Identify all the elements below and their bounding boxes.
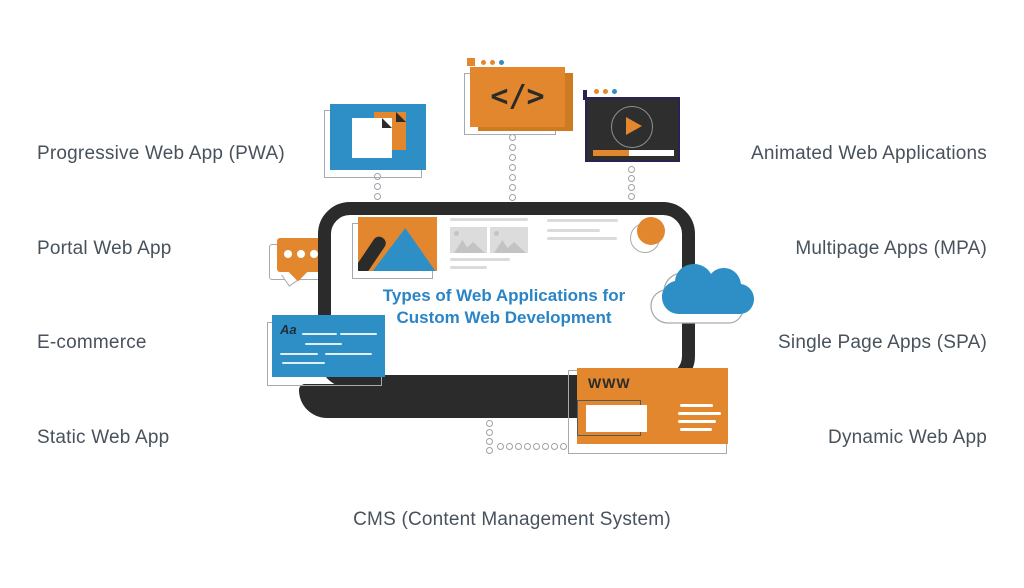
cloud-icon bbox=[650, 264, 754, 324]
connector-dot bbox=[509, 194, 516, 201]
label-portal-web-app: Portal Web App bbox=[37, 238, 172, 259]
connector-dot bbox=[509, 144, 516, 151]
screen-line bbox=[547, 237, 617, 240]
label-e-commerce: E-commerce bbox=[37, 332, 147, 353]
connector-dot bbox=[628, 193, 635, 200]
screen-line bbox=[450, 266, 487, 269]
connector-dot bbox=[497, 443, 504, 450]
code-glyph: </> bbox=[490, 79, 545, 114]
connector-dot bbox=[628, 184, 635, 191]
connector-dot bbox=[524, 443, 531, 450]
play-circle bbox=[611, 106, 653, 148]
label-single-page-apps: Single Page Apps (SPA) bbox=[778, 332, 987, 353]
page-title-line1: Types of Web Applications for bbox=[382, 286, 626, 305]
connector-dot bbox=[374, 173, 381, 180]
page-title: Types of Web Applications for Custom Web… bbox=[364, 285, 644, 329]
label-dynamic-web-app: Dynamic Web App bbox=[828, 427, 987, 448]
aa-label: Aa bbox=[280, 322, 297, 337]
connector-dot bbox=[506, 443, 513, 450]
connector-dot bbox=[551, 443, 558, 450]
play-icon bbox=[626, 117, 642, 135]
connector-dot bbox=[628, 166, 635, 173]
screen-line bbox=[547, 229, 600, 232]
progress-bar bbox=[593, 150, 674, 156]
connector-dot bbox=[560, 443, 567, 450]
label-animated-web-applications: Animated Web Applications bbox=[751, 143, 987, 164]
screen-line bbox=[450, 218, 528, 221]
placeholder-image-icon bbox=[490, 227, 528, 253]
connector-dot bbox=[486, 447, 493, 454]
screen-line bbox=[450, 258, 510, 261]
page-title-line2: Custom Web Development bbox=[396, 308, 612, 327]
connector-dot bbox=[509, 154, 516, 161]
connector-dot bbox=[509, 184, 516, 191]
connector-dot bbox=[486, 420, 493, 427]
www-label: WWW bbox=[588, 375, 631, 391]
connector-dot bbox=[486, 429, 493, 436]
avatar-circle-icon bbox=[637, 217, 665, 245]
connector-dot bbox=[509, 164, 516, 171]
label-static-web-app: Static Web App bbox=[37, 427, 170, 448]
label-cms: CMS (Content Management System) bbox=[353, 509, 671, 530]
label-multipage-apps: Multipage Apps (MPA) bbox=[795, 238, 987, 259]
connector-dot bbox=[374, 193, 381, 200]
placeholder-image-icon bbox=[450, 227, 487, 253]
connector-dot bbox=[628, 175, 635, 182]
screen-line bbox=[547, 219, 618, 222]
connector-dot bbox=[533, 443, 540, 450]
connector-dot bbox=[542, 443, 549, 450]
connector-dot bbox=[509, 174, 516, 181]
connector-dot bbox=[374, 183, 381, 190]
connector-dot bbox=[515, 443, 522, 450]
connector-dot bbox=[486, 438, 493, 445]
label-progressive-web-app: Progressive Web App (PWA) bbox=[37, 143, 285, 164]
connector-dot bbox=[509, 134, 516, 141]
image-icon bbox=[358, 217, 437, 271]
